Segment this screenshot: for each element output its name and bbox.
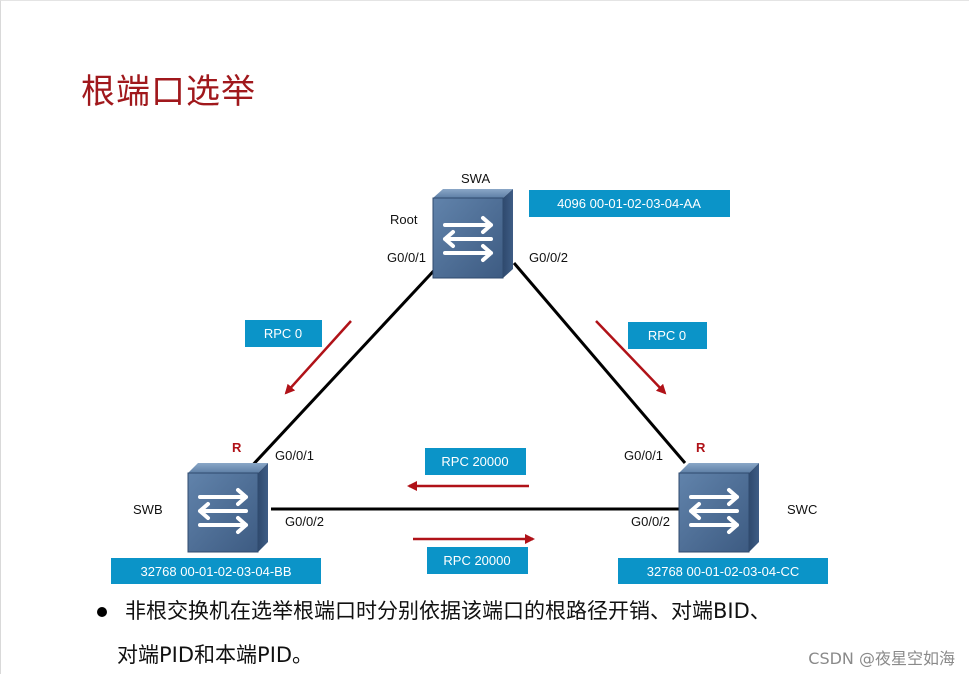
swa-port-g0-0-2: G0/0/2 [529,250,568,265]
rpc-box-ab [245,320,322,347]
arrow-swa-to-swc [595,320,667,395]
swa-bid-label: 4096 00-01-02-03-04-AA [557,196,701,211]
swa-port-g0-0-1: G0/0/1 [387,250,426,265]
link-swa-swb [247,261,443,471]
switch-icon-swa [432,189,513,279]
swa-role-label: Root [390,212,418,227]
bullet-text-line1: 非根交换机在选举根端口时分别依据该端口的根路径开销、对端BID、 [125,599,771,623]
swc-name: SWC [787,502,817,517]
watermark: CSDN @夜星空如海 [808,649,955,668]
rpc-label-bc-top: RPC 20000 [441,454,508,469]
rpc-label-ab: RPC 0 [264,326,302,341]
swa-name: SWA [461,171,490,186]
rpc-label-ac: RPC 0 [648,328,686,343]
rpc-label-bc-bottom: RPC 20000 [443,553,510,568]
topology-diagram: SWA Root G0/0/1 G0/0/2 4096 00-01-02-03-… [111,171,828,584]
swb-root-port-marker: R [232,440,242,455]
rpc-box-bc-top [425,448,526,475]
swc-port-g0-0-2: G0/0/2 [631,514,670,529]
rpc-box-bc-bottom [427,547,528,574]
rpc-box-ac [628,322,707,349]
bullet-text-line2: 对端PID和本端PID。 [117,643,314,667]
swc-bid-label: 32768 00-01-02-03-04-CC [647,564,799,579]
swb-bid-box [111,558,321,584]
swc-root-port-marker: R [696,440,706,455]
bullet-dot [97,607,107,617]
link-swa-swc [512,262,687,464]
swc-port-g0-0-1: G0/0/1 [624,448,663,463]
swb-name: SWB [133,502,163,517]
swb-port-g0-0-2: G0/0/2 [285,514,324,529]
swa-bid-box [529,190,730,217]
swb-bid-label: 32768 00-01-02-03-04-BB [140,564,291,579]
swc-bid-box [618,558,828,584]
page-title: 根端口选举 [81,72,256,112]
swb-port-g0-0-1: G0/0/1 [275,448,314,463]
arrow-swa-to-swb [284,320,352,395]
switch-icon-swb [187,463,268,553]
switch-icon-swc [678,463,759,553]
